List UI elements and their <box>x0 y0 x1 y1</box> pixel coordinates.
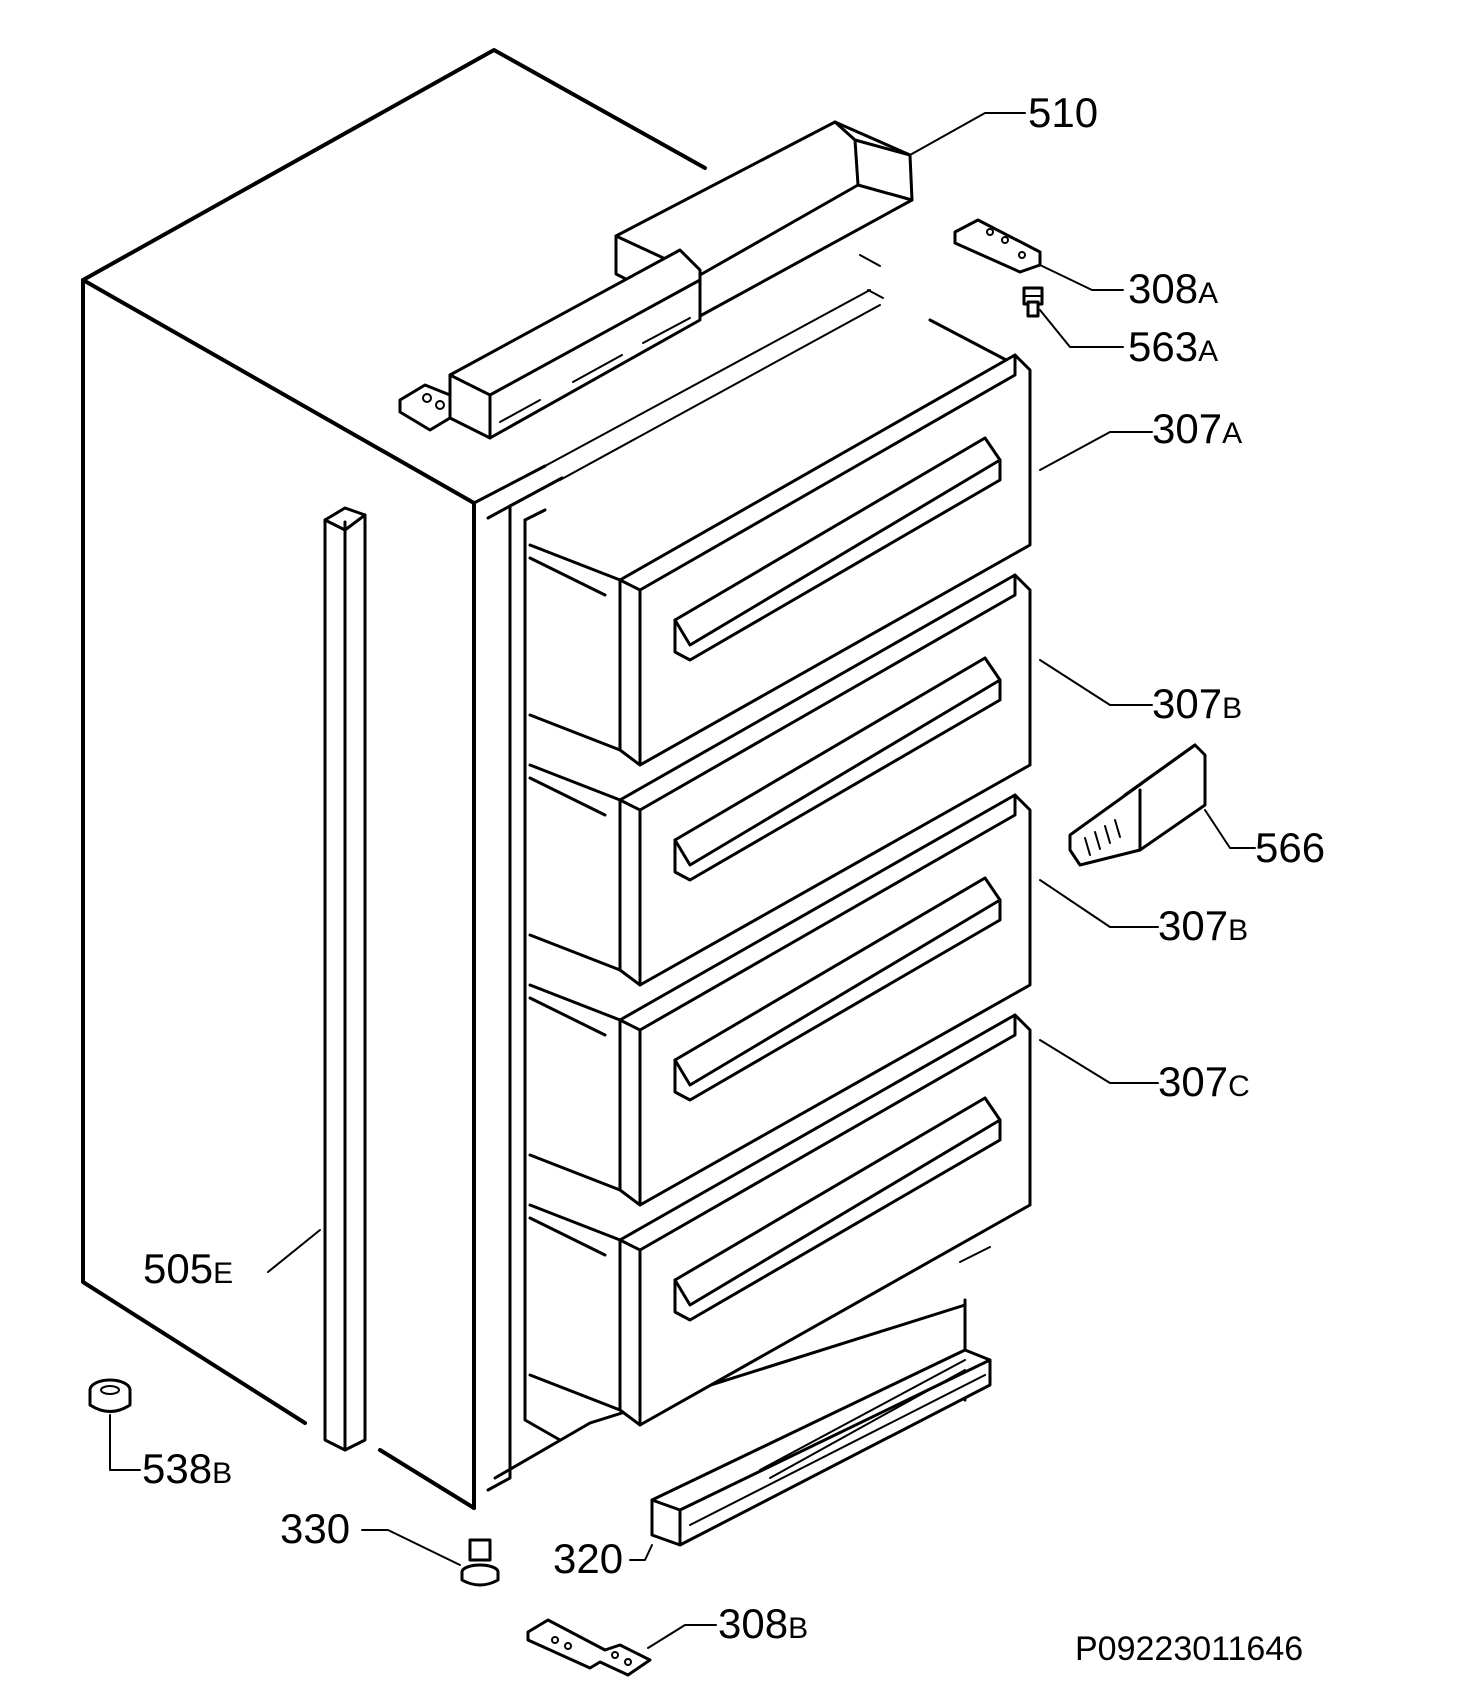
hinge-plate-top <box>953 218 1042 274</box>
leader-lines <box>109 112 1256 1649</box>
kick-plate <box>650 1348 992 1547</box>
drawer-4 <box>528 1013 1032 1427</box>
label-505e: 505E <box>143 1245 233 1292</box>
clip-part <box>1068 743 1207 867</box>
label-307b-bottom: 307B <box>1158 902 1248 949</box>
label-307c: 307C <box>1158 1058 1250 1105</box>
door-seal-strip <box>323 506 367 1452</box>
diagram-code: P09223011646 <box>1075 1630 1303 1668</box>
label-308b: 308B <box>718 1600 808 1647</box>
label-308a: 308A <box>1128 265 1218 312</box>
label-330: 330 <box>280 1505 350 1552</box>
part-labels: 510 308A 563A 307A 307B 566 307B 307C 50… <box>142 89 1325 1668</box>
drawer-2 <box>528 573 1032 987</box>
label-320: 320 <box>553 1535 623 1582</box>
label-307a: 307A <box>1152 405 1242 452</box>
drawer-3 <box>528 793 1032 1207</box>
hinge-cover-top <box>398 120 914 440</box>
drawer-1 <box>528 353 1032 767</box>
hinge-plate-bottom <box>526 1618 652 1677</box>
label-538b: 538B <box>142 1445 232 1492</box>
label-566: 566 <box>1255 824 1325 871</box>
screw-top <box>1022 286 1044 318</box>
adjustable-foot <box>88 1378 132 1413</box>
cabinet <box>81 48 1012 1510</box>
label-563a: 563A <box>1128 323 1218 370</box>
label-510: 510 <box>1028 89 1098 136</box>
screw-bottom <box>460 1538 500 1587</box>
label-307b-top: 307B <box>1152 680 1242 727</box>
